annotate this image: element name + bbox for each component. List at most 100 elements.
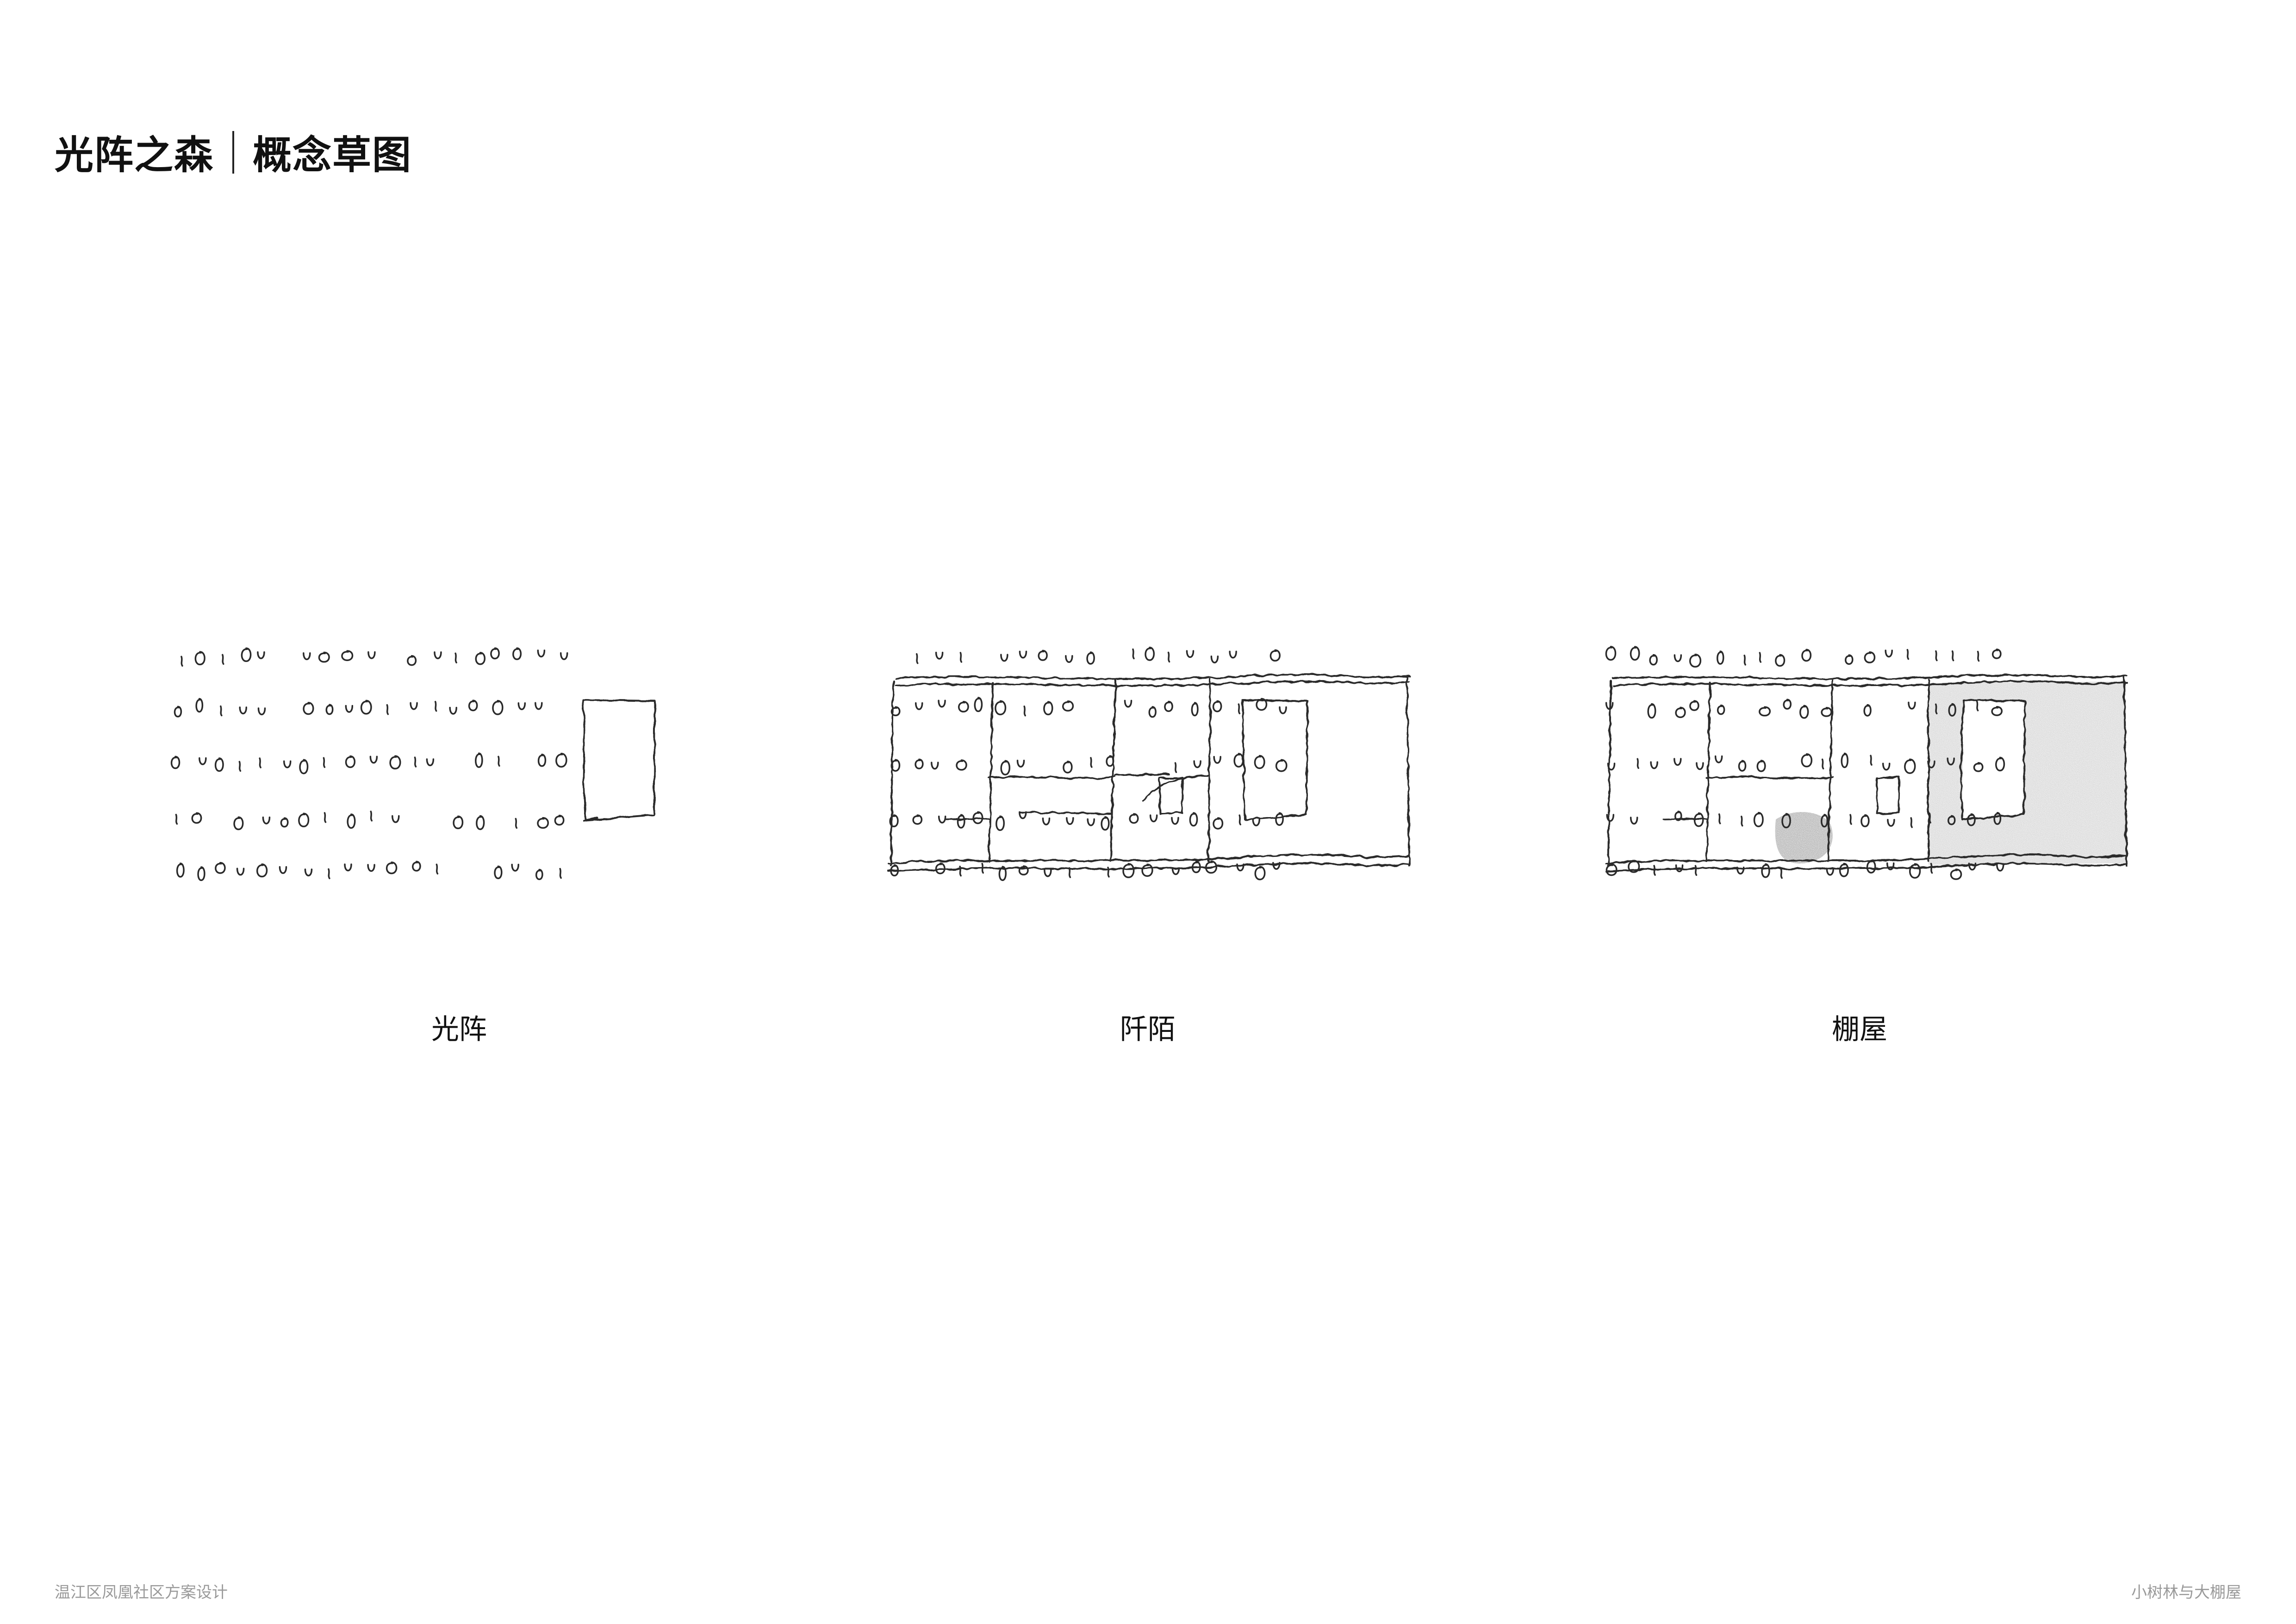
tree-mark bbox=[498, 756, 499, 766]
tree-mark bbox=[957, 760, 966, 770]
tree-mark bbox=[1125, 700, 1132, 707]
tree-mark bbox=[1211, 656, 1218, 663]
tree-mark bbox=[1039, 650, 1047, 660]
tree-mark bbox=[959, 702, 968, 712]
tree-mark bbox=[390, 756, 400, 768]
tree-mark bbox=[1846, 655, 1853, 664]
tree-mark bbox=[512, 865, 518, 871]
tree-mark bbox=[1101, 817, 1109, 830]
tree-mark bbox=[536, 870, 542, 880]
tree-mark bbox=[300, 760, 308, 773]
tree-mark bbox=[1063, 701, 1073, 711]
tree-mark bbox=[237, 868, 244, 875]
tree-mark bbox=[1187, 651, 1193, 657]
tree-mark bbox=[281, 818, 287, 827]
tree-mark bbox=[538, 818, 548, 828]
tree-mark bbox=[304, 653, 310, 660]
tree-mark bbox=[346, 756, 355, 767]
tree-mark bbox=[195, 652, 205, 664]
tree-mark bbox=[1024, 706, 1025, 716]
tree-mark bbox=[518, 703, 525, 710]
tree-mark bbox=[1650, 655, 1657, 665]
tree-mark bbox=[1172, 818, 1178, 824]
tree-mark bbox=[371, 812, 372, 821]
tree-mark bbox=[915, 759, 923, 768]
tree-mark bbox=[936, 652, 943, 659]
tree-mark bbox=[1953, 651, 1954, 661]
tree-mark bbox=[408, 656, 416, 665]
tree-mark bbox=[1676, 707, 1685, 717]
tree-mark bbox=[1253, 819, 1259, 826]
tree-mark bbox=[411, 703, 417, 709]
tree-mark bbox=[1719, 814, 1720, 824]
tree-mark bbox=[1850, 815, 1851, 824]
tree-mark bbox=[216, 758, 223, 771]
tree-mark bbox=[387, 862, 397, 874]
tree-mark bbox=[1762, 864, 1769, 877]
tree-mark bbox=[1800, 706, 1808, 718]
tree-mark bbox=[348, 814, 355, 828]
tree-mark bbox=[1637, 759, 1638, 768]
tree-mark bbox=[1001, 761, 1009, 775]
tree-mark bbox=[413, 862, 420, 871]
tree-mark bbox=[1865, 652, 1874, 662]
tree-mark bbox=[1091, 758, 1092, 767]
tree-mark bbox=[1760, 653, 1761, 662]
tree-mark bbox=[1867, 861, 1875, 873]
tree-mark bbox=[555, 816, 563, 825]
tree-mark bbox=[1755, 812, 1763, 826]
tree-mark bbox=[305, 869, 311, 876]
tree-mark bbox=[539, 755, 546, 766]
tree-mark bbox=[1606, 647, 1615, 660]
tree-mark bbox=[370, 756, 377, 763]
tree-mark bbox=[495, 866, 502, 878]
tree-mark bbox=[1648, 704, 1655, 718]
tree-mark bbox=[234, 817, 243, 829]
tree-mark bbox=[1883, 763, 1890, 770]
tree-mark bbox=[196, 699, 202, 712]
tree-mark bbox=[560, 868, 561, 878]
tree-mark bbox=[1123, 864, 1134, 877]
caption-shed-house: 棚屋 bbox=[1832, 1007, 1887, 1047]
tree-dots-1 bbox=[172, 648, 567, 880]
tree-mark bbox=[1822, 708, 1831, 716]
tree-mark bbox=[476, 753, 482, 767]
tree-mark bbox=[319, 652, 330, 662]
tree-mark bbox=[223, 655, 224, 664]
sketch-paths-drawing bbox=[882, 643, 1419, 903]
tree-mark bbox=[1781, 869, 1782, 878]
sketch-light-array bbox=[164, 643, 701, 903]
tree-mark bbox=[1888, 820, 1894, 826]
tree-mark bbox=[435, 652, 441, 659]
tree-mark bbox=[1192, 703, 1198, 716]
tree-mark bbox=[1690, 701, 1699, 710]
tree-mark bbox=[263, 817, 269, 824]
tree-mark bbox=[476, 653, 485, 664]
tree-mark bbox=[427, 759, 433, 766]
tree-mark bbox=[1238, 704, 1239, 713]
tree-mark bbox=[387, 705, 388, 714]
tree-mark bbox=[1840, 864, 1848, 876]
tree-mark bbox=[1910, 864, 1920, 878]
tree-mark bbox=[1760, 707, 1770, 716]
tree-mark bbox=[538, 650, 544, 657]
tree-mark bbox=[535, 703, 542, 709]
tree-mark bbox=[1997, 864, 2004, 871]
tree-mark bbox=[1165, 701, 1172, 711]
tree-mark bbox=[329, 869, 330, 878]
tree-mark bbox=[361, 700, 371, 713]
tree-mark bbox=[493, 701, 503, 714]
tree-mark bbox=[1757, 761, 1765, 771]
tree-mark bbox=[1905, 759, 1915, 773]
tree-mark bbox=[1194, 761, 1201, 768]
tree-mark bbox=[1909, 702, 1915, 709]
path-grid-2 bbox=[889, 675, 1409, 871]
tree-mark bbox=[1044, 702, 1052, 714]
tree-mark bbox=[1280, 707, 1286, 713]
tree-mark bbox=[1974, 763, 1983, 771]
tree-mark bbox=[1213, 818, 1222, 829]
title-divider bbox=[232, 131, 234, 174]
tree-mark bbox=[1018, 761, 1024, 767]
tree-mark bbox=[1996, 757, 2004, 770]
tree-mark bbox=[1190, 813, 1197, 826]
